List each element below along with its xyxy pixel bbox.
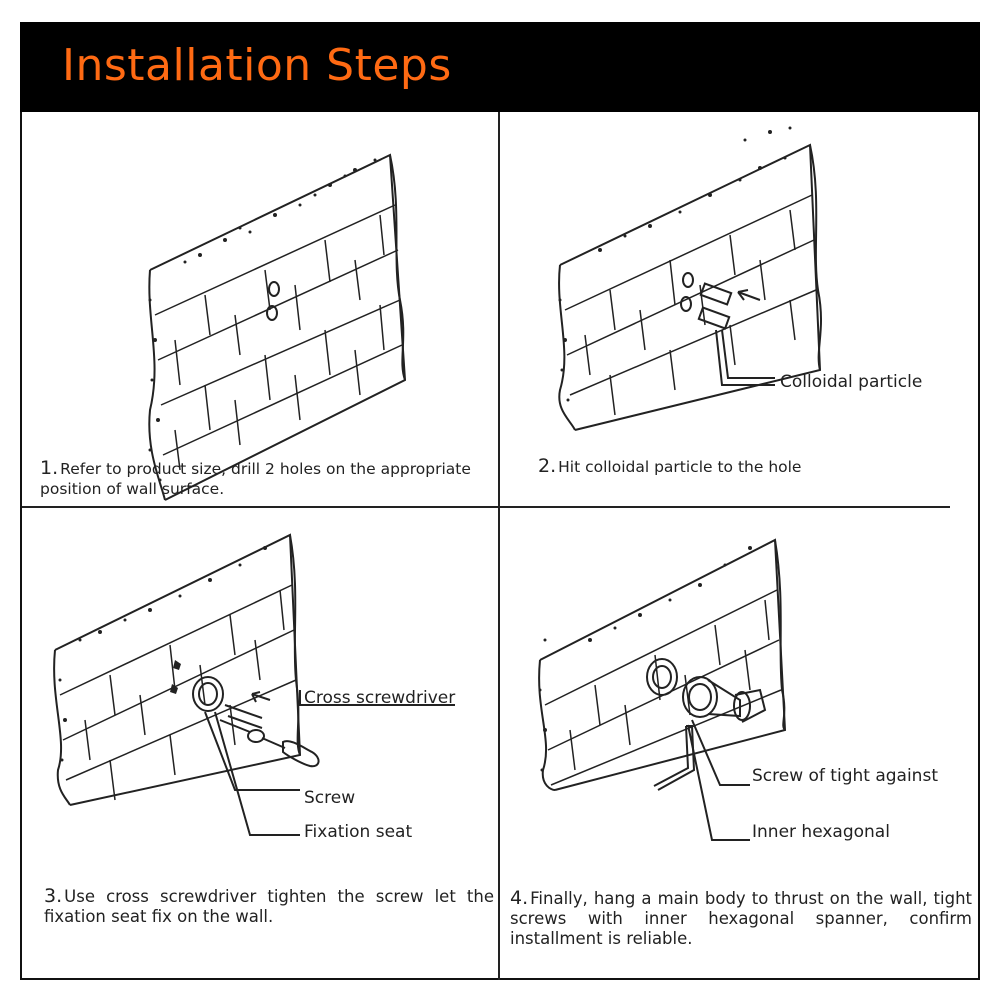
step-1-number: 1. bbox=[40, 457, 59, 479]
step-1-caption: 1.Refer to product size, drill 2 holes o… bbox=[40, 458, 485, 499]
step-4-text: Finally, hang a main body to thrust on t… bbox=[510, 889, 972, 948]
page-title: Installation Steps bbox=[62, 40, 452, 91]
horizontal-divider bbox=[22, 506, 950, 508]
step-3-callout-screw: Screw bbox=[304, 788, 356, 808]
step-3-text: Use cross screwdriver tighten the screw … bbox=[44, 887, 494, 926]
step-4-callout-screw-of-tight-against: Screw of tight against bbox=[752, 766, 938, 786]
step-2-callout-colloidal-particle: Colloidal particle bbox=[780, 372, 923, 392]
step-3-caption: 3.Use cross screwdriver tighten the scre… bbox=[44, 886, 494, 927]
diagram-frame bbox=[20, 22, 980, 980]
step-4-number: 4. bbox=[510, 887, 529, 909]
step-3-callout-fixation-seat: Fixation seat bbox=[304, 822, 413, 842]
step-2-text: Hit colloidal particle to the hole bbox=[558, 458, 802, 476]
vertical-divider bbox=[498, 112, 500, 980]
step-4-caption: 4.Finally, hang a main body to thrust on… bbox=[510, 888, 972, 949]
step-2-caption: 2.Hit colloidal particle to the hole bbox=[538, 456, 958, 477]
step-1-text: Refer to product size, drill 2 holes on … bbox=[40, 460, 471, 498]
step-2-number: 2. bbox=[538, 455, 557, 477]
header-bar: Installation Steps bbox=[20, 22, 980, 112]
step-3-callout-cross-screwdriver: Cross screwdriver bbox=[304, 688, 456, 708]
step-4-callout-inner-hexagonal: Inner hexagonal bbox=[752, 822, 890, 842]
step-3-number: 3. bbox=[44, 885, 63, 907]
